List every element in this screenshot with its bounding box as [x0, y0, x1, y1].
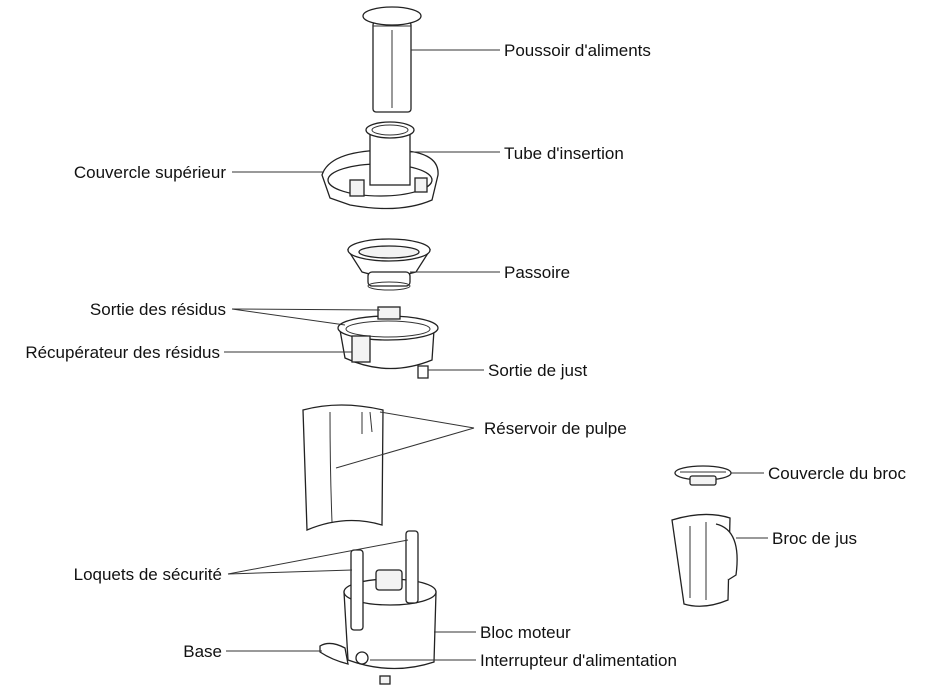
leader-loquets-1	[227, 539, 409, 575]
label-reservoir: Réservoir de pulpe	[484, 419, 627, 438]
strainer-part	[347, 238, 431, 291]
leader-reservoir-1	[379, 411, 475, 429]
label-broc: Broc de jus	[772, 529, 857, 548]
pulp-container-part	[302, 404, 384, 531]
top-cover-part	[321, 121, 439, 210]
label-sortie-just: Sortie de just	[488, 361, 587, 380]
label-interrupteur: Interrupteur d'alimentation	[480, 651, 677, 670]
leader-lines	[224, 49, 768, 661]
leader-sortie-residus-2	[231, 308, 346, 326]
jug-lid-part	[674, 465, 732, 486]
juice-jug-part	[671, 513, 738, 607]
label-couvercle-sup: Couvercle supérieur	[74, 163, 226, 182]
label-poussoir: Poussoir d'aliments	[504, 41, 651, 60]
label-couvercle-broc: Couvercle du broc	[768, 464, 906, 483]
labels: Poussoir d'aliments Tube d'insertion Cou…	[25, 41, 906, 670]
leader-reservoir-2	[335, 427, 475, 469]
leader-sortie-residus-1	[231, 308, 381, 311]
motor-base-part	[319, 530, 437, 685]
label-base: Base	[183, 642, 222, 661]
label-sortie-residus: Sortie des résidus	[90, 300, 226, 319]
leader-loquets-2	[227, 569, 353, 575]
food-pusher-part	[362, 6, 422, 113]
label-bloc-moteur: Bloc moteur	[480, 623, 571, 642]
label-passoire: Passoire	[504, 263, 570, 282]
label-tube: Tube d'insertion	[504, 144, 624, 163]
pulp-collector-bowl-part	[337, 306, 439, 379]
label-loquets: Loquets de sécurité	[74, 565, 222, 584]
label-recuperateur: Récupérateur des résidus	[25, 343, 220, 362]
